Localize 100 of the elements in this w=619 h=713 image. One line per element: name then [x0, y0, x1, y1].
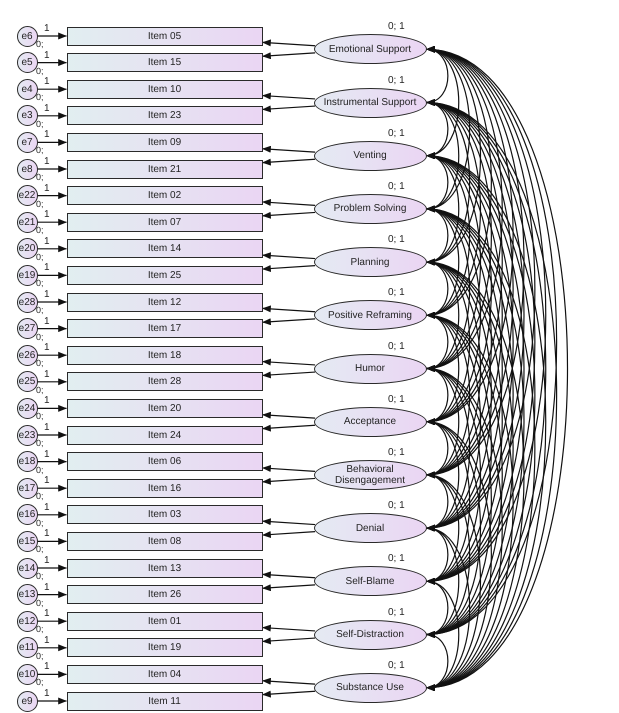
- variable-label: e25: [18, 376, 36, 388]
- parameter-label: 0;: [36, 598, 44, 609]
- arrow: [38, 591, 67, 598]
- variable-label: Item 16: [148, 482, 182, 494]
- error-term-circle: [16, 52, 38, 74]
- error-term-circle: [16, 158, 38, 180]
- variable-label: Substance Use: [335, 682, 405, 694]
- variable-label: e16: [18, 509, 36, 520]
- arrow: [262, 531, 316, 538]
- arrow: [262, 39, 316, 46]
- edge-label: 1: [44, 289, 50, 300]
- arrow: [262, 624, 316, 632]
- edge-label: 1: [44, 50, 50, 61]
- error-term-circle: [16, 26, 38, 46]
- edge-label: 1: [44, 342, 50, 354]
- parameter-label: 0;: [36, 172, 44, 183]
- observed-variable-box: [66, 478, 262, 498]
- observed-variable-box: [66, 505, 262, 524]
- error-term-circle: [16, 478, 38, 499]
- edge-label: 1: [44, 76, 50, 88]
- variable-label: e15: [18, 536, 36, 547]
- variable-label: e19: [18, 270, 36, 281]
- parameter-label: 0;: [36, 305, 44, 316]
- arrow: [262, 265, 316, 272]
- parameter-label: 0; 1: [388, 606, 405, 618]
- variable-label: e14: [18, 562, 36, 574]
- parameter-label: 0;: [36, 518, 44, 529]
- variable-label: Item 03: [148, 509, 182, 520]
- variable-label: e28: [18, 296, 36, 308]
- variable-label: Positive Reframing: [327, 310, 413, 321]
- parameter-label: 0; 1: [388, 180, 405, 192]
- variable-label: e17: [18, 482, 36, 494]
- observed-variable-box: [66, 212, 262, 232]
- observed-variable-box: [66, 612, 262, 631]
- variable-label: Item 21: [148, 164, 182, 174]
- parameter-label: 0;: [36, 384, 44, 396]
- arrow: [38, 538, 67, 545]
- parameter-label: 0;: [36, 332, 44, 343]
- covariance-arrow: [426, 208, 536, 689]
- edge-label: 1: [44, 688, 50, 699]
- arrow: [38, 166, 67, 172]
- edge-label: 1: [44, 395, 50, 406]
- arrow: [262, 158, 316, 166]
- edge-label: 1: [44, 156, 50, 167]
- error-term-circle: [16, 398, 38, 419]
- arrow: [38, 511, 67, 518]
- variable-label: Item 28: [148, 376, 182, 388]
- variable-label: Item 18: [148, 350, 182, 361]
- observed-variable-box: [66, 132, 262, 152]
- arrow: [38, 618, 67, 625]
- arrow: [38, 325, 67, 332]
- parameter-label: 0;: [36, 650, 44, 662]
- arrow: [262, 105, 316, 112]
- arrow: [262, 518, 316, 526]
- arrow: [38, 484, 67, 492]
- edge-label: 1: [44, 23, 50, 34]
- parameter-label: 0; 1: [388, 128, 405, 139]
- observed-variable-box: [66, 106, 262, 126]
- observed-variable-box: [66, 532, 262, 551]
- parameter-label: 0; 1: [388, 340, 405, 352]
- variable-label: Self-Distraction: [335, 629, 405, 640]
- edge-label: 1: [44, 582, 50, 593]
- variable-label: Item 04: [148, 668, 182, 680]
- observed-variable-box: [66, 346, 262, 365]
- arrow: [262, 52, 316, 60]
- variable-label: e7: [21, 136, 33, 148]
- edge-label: 1: [44, 475, 50, 486]
- arrow: [38, 192, 67, 200]
- variable-label: Item 07: [148, 216, 182, 228]
- observed-variable-box: [66, 585, 262, 604]
- arrow: [38, 245, 67, 252]
- parameter-label: 0;: [36, 464, 44, 476]
- variable-label: e10: [18, 668, 36, 680]
- variable-label: Item 10: [148, 84, 182, 95]
- error-term-circle: [16, 584, 38, 606]
- variable-label: e3: [21, 110, 33, 122]
- variable-label: e26: [18, 350, 36, 361]
- arrow: [38, 298, 67, 306]
- variable-label: e6: [21, 30, 33, 42]
- error-term-circle: [16, 690, 38, 712]
- arrow: [262, 318, 316, 326]
- variable-label: Item 09: [148, 136, 182, 148]
- parameter-label: 0;: [36, 198, 44, 210]
- arrow: [38, 458, 67, 466]
- observed-variable-box: [66, 372, 262, 392]
- error-term-circle: [16, 212, 38, 233]
- observed-variable-box: [66, 292, 262, 312]
- parameter-label: 0; 1: [388, 234, 405, 246]
- variable-label: Item 12: [148, 296, 182, 308]
- arrow: [262, 637, 316, 644]
- observed-variable-box: [66, 398, 262, 418]
- edge-label: 1: [44, 129, 50, 140]
- variable-label: e4: [21, 84, 33, 95]
- error-term-circle: [16, 264, 38, 286]
- error-term-circle: [16, 292, 38, 312]
- edge-label: 1: [44, 661, 50, 672]
- error-term-circle: [16, 610, 38, 632]
- variable-label: Humor: [354, 363, 386, 374]
- observed-variable-box: [66, 664, 262, 684]
- arrow: [38, 378, 67, 386]
